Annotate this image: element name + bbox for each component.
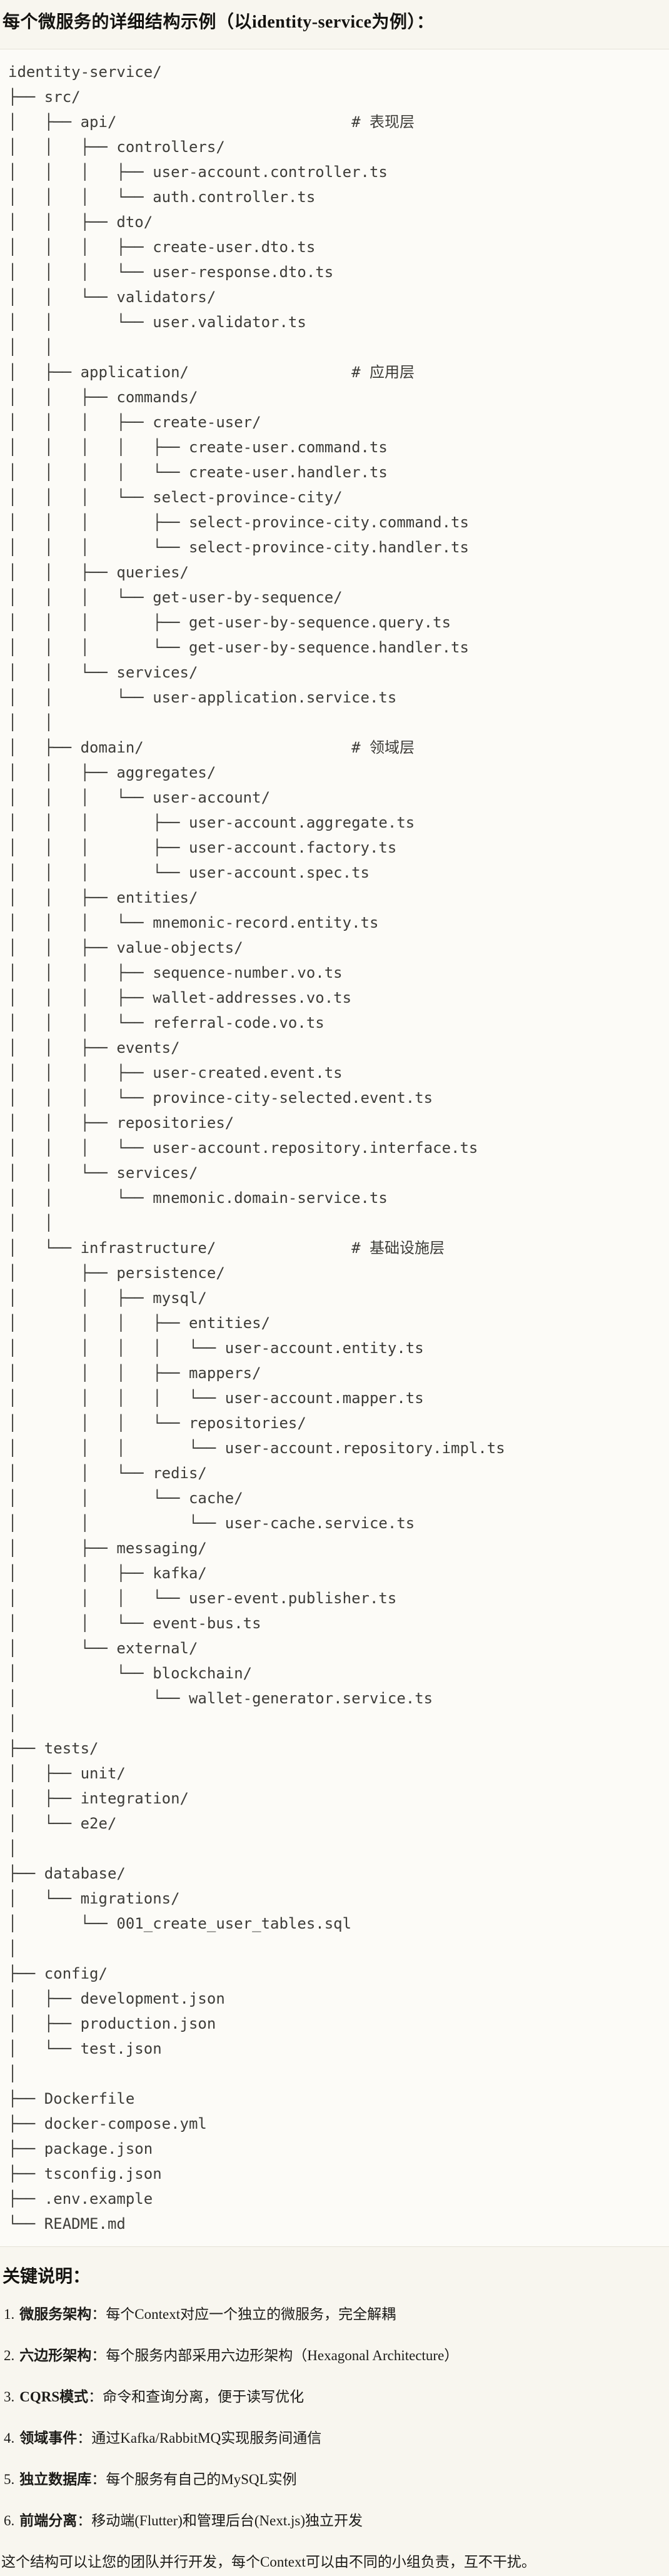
note-number: 5. — [4, 2472, 15, 2487]
note-text: 每个服务内部采用六边形架构（Hexagonal Architecture） — [106, 2348, 459, 2363]
note-number: 4. — [4, 2430, 15, 2446]
note-text: 每个服务有自己的MySQL实例 — [106, 2472, 297, 2487]
note-colon: ： — [91, 2472, 106, 2487]
note-colon: ： — [88, 2389, 103, 2405]
notes-list: 1.微服务架构：每个Context对应一个独立的微服务，完全解耦 2.六边形架构… — [0, 2305, 669, 2531]
note-item-5: 5. 独立数据库：每个服务有自己的MySQL实例 — [4, 2470, 666, 2490]
note-text: 通过Kafka/RabbitMQ实现服务间通信 — [91, 2430, 322, 2446]
page-title: 每个微服务的详细结构示例（以identity-service为例）： — [3, 13, 435, 32]
note-label: 领域事件 — [19, 2430, 78, 2446]
note-colon: ： — [77, 2513, 92, 2528]
note-label: 独立数据库 — [19, 2472, 92, 2487]
note-number: 3. — [4, 2389, 15, 2405]
closing-paragraph: 这个结构可以让您的团队并行开发，每个Context可以由不同的小组负责，互不干扰… — [1, 2554, 536, 2570]
notes-heading: 关键说明： — [3, 2267, 91, 2286]
directory-tree: identity-service/ ├── src/ │ ├── api/ # … — [8, 63, 505, 2233]
note-number: 1. — [4, 2306, 15, 2322]
note-text: 移动端(Flutter)和管理后台(Next.js)独立开发 — [91, 2513, 363, 2528]
note-item-3: 3.CQRS模式：命令和查询分离，便于读写优化 — [4, 2387, 666, 2407]
note-item-1: 1.微服务架构：每个Context对应一个独立的微服务，完全解耦 — [4, 2305, 666, 2325]
note-label: CQRS模式 — [19, 2389, 89, 2405]
note-item-4: 4.领域事件：通过Kafka/RabbitMQ实现服务间通信 — [4, 2428, 666, 2448]
note-colon: ： — [91, 2306, 106, 2322]
note-label: 六边形架构 — [19, 2348, 92, 2363]
note-label: 前端分离 — [19, 2513, 78, 2528]
note-text: 命令和查询分离，便于读写优化 — [103, 2389, 304, 2405]
code-block: identity-service/ ├── src/ │ ├── api/ # … — [0, 49, 669, 2247]
note-number: 2. — [4, 2348, 15, 2363]
note-number: 6. — [4, 2513, 15, 2528]
note-item-2: 2. 六边形架构：每个服务内部采用六边形架构（Hexagonal Architec… — [4, 2346, 666, 2366]
note-colon: ： — [77, 2430, 92, 2446]
note-item-6: 6. 前端分离：移动端(Flutter)和管理后台(Next.js)独立开发 — [4, 2511, 666, 2531]
note-label: 微服务架构 — [19, 2306, 92, 2322]
note-colon: ： — [91, 2348, 106, 2363]
note-text: 每个Context对应一个独立的微服务，完全解耦 — [106, 2306, 396, 2322]
